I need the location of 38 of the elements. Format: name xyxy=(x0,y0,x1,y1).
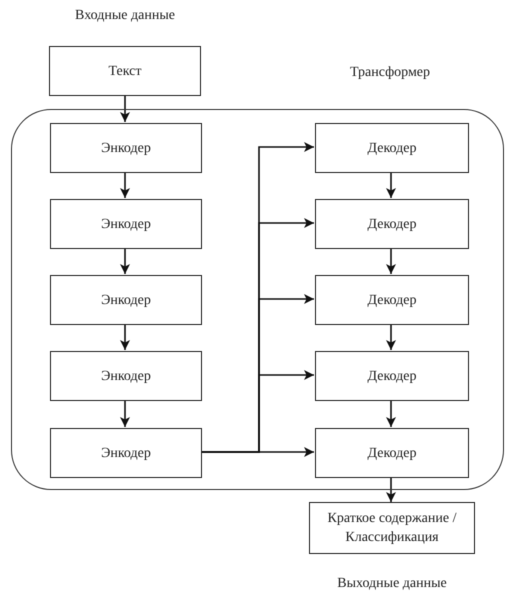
process-box xyxy=(50,199,202,249)
box-label: Декодер xyxy=(368,216,416,234)
arrow xyxy=(120,324,130,350)
arrow xyxy=(386,400,396,427)
box-label: Текст xyxy=(108,62,142,80)
caption: Выходные данные xyxy=(336,575,448,593)
box-label: Декодер xyxy=(368,292,416,310)
container-heading: Трансформер xyxy=(348,64,432,82)
process-box xyxy=(49,46,201,96)
process-box xyxy=(50,275,202,325)
box-label: Краткое содержание / Классификация xyxy=(326,510,458,547)
arrow xyxy=(120,248,130,274)
box-label: Энкодер xyxy=(101,368,151,386)
arrow xyxy=(386,324,396,350)
caption: Входные данные xyxy=(74,7,176,25)
arrow xyxy=(120,96,130,122)
arrow xyxy=(386,172,396,198)
box-label: Декодер xyxy=(368,444,416,462)
arrow xyxy=(120,172,130,198)
process-box xyxy=(315,199,469,249)
process-box xyxy=(315,123,469,173)
process-box xyxy=(309,502,475,554)
arrow xyxy=(386,477,396,502)
box-label: Энкодер xyxy=(101,292,151,310)
box-label: Декодер xyxy=(368,368,416,386)
process-box xyxy=(50,428,202,478)
box-label: Энкодер xyxy=(101,140,151,158)
box-label: Энкодер xyxy=(101,444,151,462)
process-box xyxy=(315,275,469,325)
process-box xyxy=(315,428,469,478)
process-box xyxy=(315,351,469,401)
box-label: Декодер xyxy=(368,140,416,158)
arrow xyxy=(120,400,130,427)
arrow xyxy=(201,447,314,457)
arrow xyxy=(386,248,396,274)
box-label: Энкодер xyxy=(101,216,151,234)
process-box xyxy=(50,351,202,401)
process-box xyxy=(50,123,202,173)
